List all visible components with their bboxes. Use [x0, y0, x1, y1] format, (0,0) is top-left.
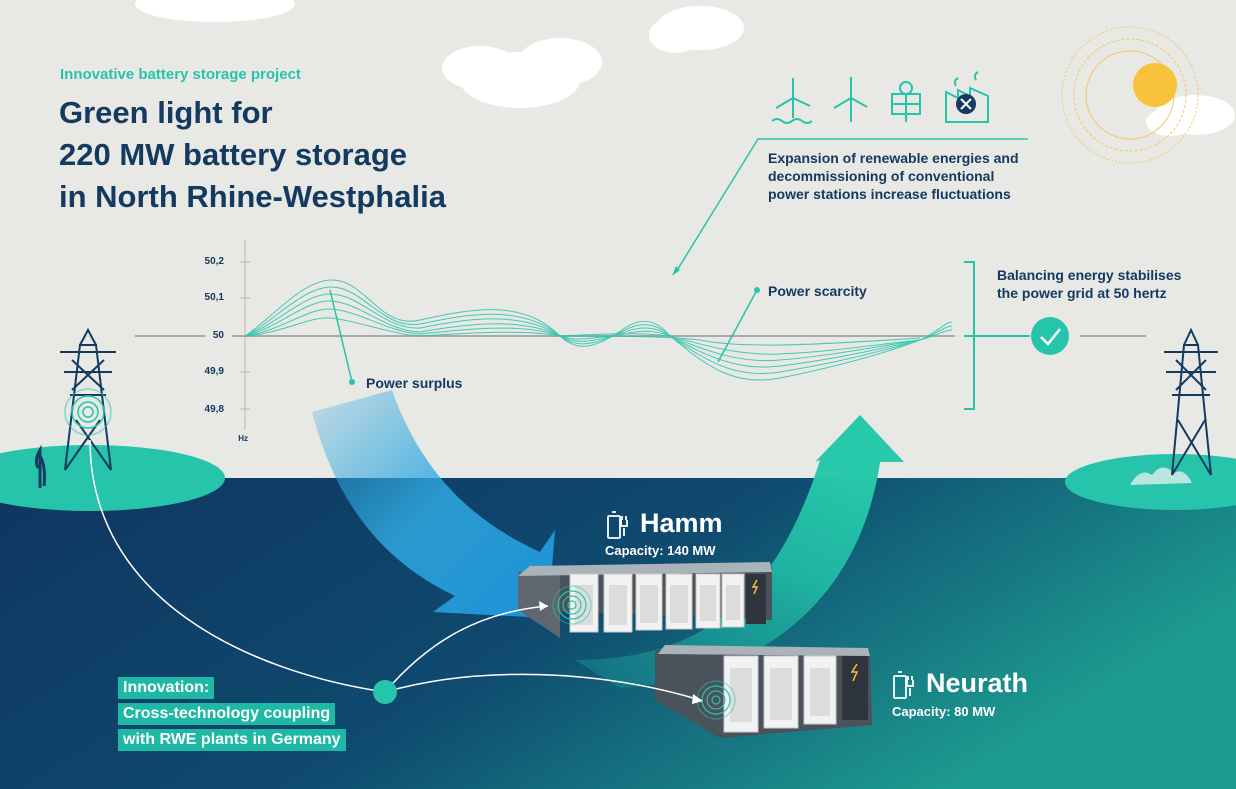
- site-name-hamm: Hamm: [640, 508, 723, 538]
- y-tick-label: 50: [212, 330, 224, 341]
- title-line: Green light for: [59, 95, 273, 130]
- checkmark-icon: [1031, 317, 1069, 355]
- power-pylon-icon: [60, 327, 116, 471]
- offshore-wind-turbine-icon: [771, 78, 813, 124]
- balancing-note: Balancing energy stabilises the power gr…: [997, 266, 1181, 302]
- rocks: [1130, 467, 1192, 485]
- note-line: the power grid at 50 hertz: [997, 285, 1167, 301]
- note-line: Balancing energy stabilises: [997, 267, 1182, 283]
- cloud-icon: [135, 0, 1235, 136]
- y-tick-label: 49,8: [204, 404, 224, 415]
- power-pylon-icon: [1164, 327, 1218, 476]
- y-tick-label: 49,9: [204, 366, 224, 377]
- signal-icon: [64, 388, 112, 436]
- sun-icon: [1061, 26, 1199, 164]
- wind-turbine-icon: [833, 77, 868, 122]
- island-left: [0, 445, 225, 511]
- surplus-arrow: [312, 390, 555, 618]
- battery-plug-icon: [607, 511, 628, 539]
- y-tick-label: 50,2: [204, 256, 224, 267]
- site-capacity-neurath: Capacity: 80 MW: [892, 704, 996, 719]
- title-line: 220 MW battery storage: [59, 137, 407, 172]
- site-name-neurath: Neurath: [926, 668, 1029, 698]
- frequency-wave: [244, 279, 953, 381]
- renewable-icons: [771, 71, 989, 124]
- innovation-callout: Innovation: Cross-technology coupling wi…: [118, 677, 346, 755]
- reed-icon: [34, 444, 46, 488]
- title-line: in North Rhine-Westphalia: [59, 179, 446, 214]
- battery-neurath: [655, 645, 872, 738]
- kicker: Innovative battery storage project: [60, 66, 301, 83]
- solar-panel-icon: [891, 81, 921, 122]
- power-surplus-label: Power surplus: [366, 375, 463, 391]
- coupling-node: [373, 680, 397, 704]
- y-tick-label: 50,1: [204, 292, 224, 303]
- battery-hamm: [518, 562, 772, 638]
- battery-plug-icon: [893, 671, 914, 699]
- innovation-line: Innovation:: [118, 677, 215, 699]
- site-capacity-hamm: Capacity: 140 MW: [605, 543, 716, 558]
- expansion-note: Expansion of renewable energies and deco…: [768, 149, 1019, 203]
- y-axis-unit: Hz: [238, 434, 248, 443]
- innovation-line: Cross-technology coupling: [118, 703, 336, 725]
- power-scarcity-label: Power scarcity: [768, 283, 867, 299]
- note-line: power stations increase fluctuations: [768, 186, 1011, 202]
- note-line: decommissioning of conventional: [768, 168, 995, 184]
- innovation-line: with RWE plants in Germany: [118, 729, 346, 751]
- scarcity-arrow: [575, 415, 904, 688]
- page-title: Green light for 220 MW battery storage i…: [59, 92, 529, 218]
- note-line: Expansion of renewable energies and: [768, 150, 1019, 166]
